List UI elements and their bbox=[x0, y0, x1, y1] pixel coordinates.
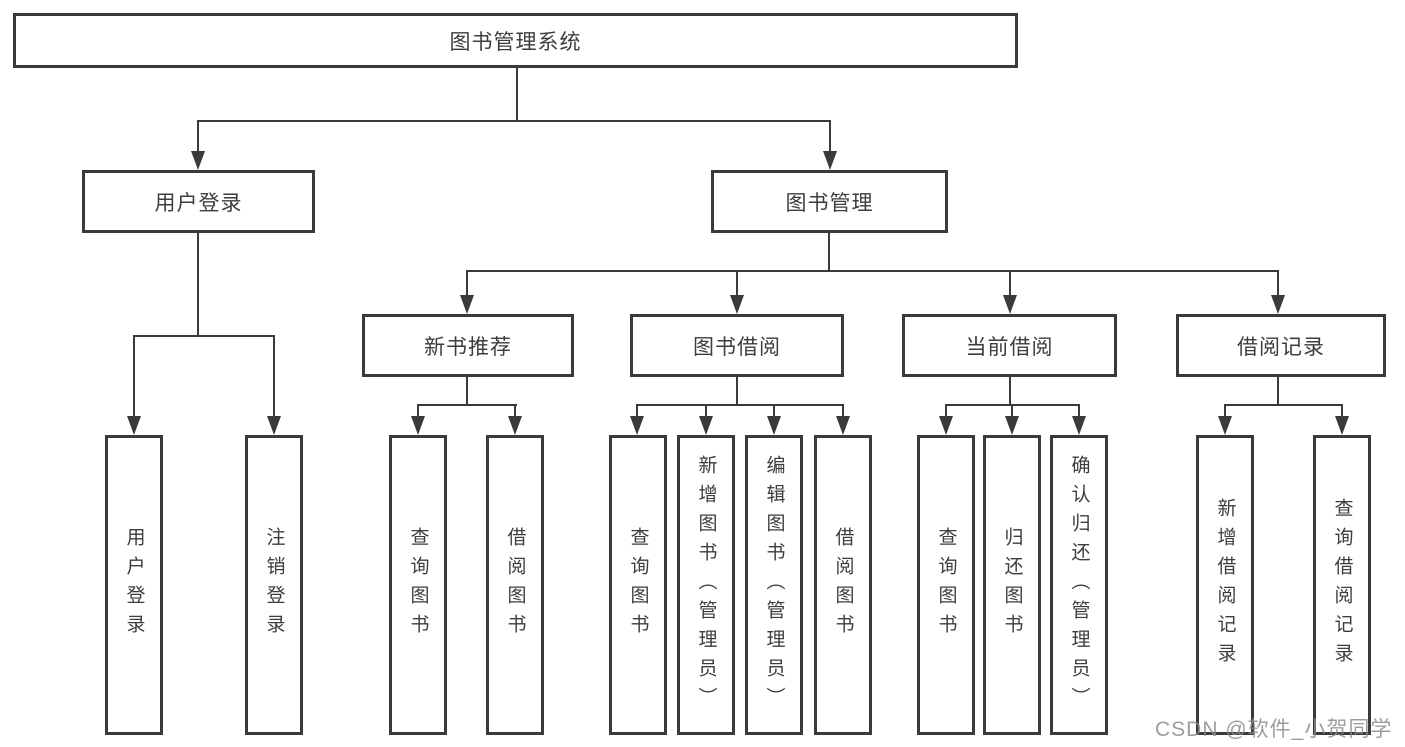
arrow-down-icon bbox=[730, 295, 744, 314]
connector-stem bbox=[705, 404, 707, 418]
node-user-login: 用户登录 bbox=[82, 170, 315, 233]
connector-user-login-trunk bbox=[197, 233, 199, 337]
leaf-logout: 注销登录 bbox=[245, 435, 303, 735]
node-label: 新增借阅记录 bbox=[1214, 498, 1236, 672]
arrow-down-icon bbox=[267, 416, 281, 435]
connector-stem bbox=[773, 404, 775, 418]
connector-root-to-book-management bbox=[829, 120, 831, 153]
connector-current-borrowing-trunk bbox=[1009, 377, 1011, 406]
arrow-down-icon bbox=[411, 416, 425, 435]
arrow-down-icon bbox=[191, 151, 205, 170]
node-label: 编辑图书（管理员） bbox=[763, 454, 785, 716]
node-label: 图书借阅 bbox=[693, 335, 781, 359]
leaf-add-borrow-record: 新增借阅记录 bbox=[1196, 435, 1254, 735]
csdn-watermark: CSDN @软件_小贺同学 bbox=[1155, 718, 1393, 741]
connector-root-trunk bbox=[516, 68, 518, 122]
connector-stem bbox=[514, 404, 516, 418]
connector-stem bbox=[1078, 404, 1080, 418]
connector-stem bbox=[1341, 404, 1343, 418]
arrow-down-icon bbox=[1218, 416, 1232, 435]
leaf-edit-book-admin: 编辑图书（管理员） bbox=[745, 435, 803, 735]
node-label: 新书推荐 bbox=[424, 335, 512, 359]
connector-borrowing-records-branch bbox=[1224, 404, 1343, 406]
connector-to-new-book-recommendation bbox=[466, 270, 468, 297]
leaf-query-books-recommend: 查询图书 bbox=[389, 435, 447, 735]
arrow-down-icon bbox=[767, 416, 781, 435]
connector-book-borrowing-branch bbox=[636, 404, 844, 406]
node-label: 借阅记录 bbox=[1237, 335, 1325, 359]
arrow-down-icon bbox=[836, 416, 850, 435]
leaf-query-books-borrowing: 查询图书 bbox=[609, 435, 667, 735]
node-label: 借阅图书 bbox=[832, 527, 854, 643]
leaf-user-login: 用户登录 bbox=[105, 435, 163, 735]
connector-book-borrowing-trunk bbox=[736, 377, 738, 406]
arrow-down-icon bbox=[823, 151, 837, 170]
connector-borrowing-records-trunk bbox=[1277, 377, 1279, 406]
arrow-down-icon bbox=[630, 416, 644, 435]
arrow-down-icon bbox=[127, 416, 141, 435]
node-label: 查询图书 bbox=[407, 527, 429, 643]
connector-stem bbox=[1224, 404, 1226, 418]
connector-book-management-trunk bbox=[828, 233, 830, 272]
leaf-confirm-return-admin: 确认归还（管理员） bbox=[1050, 435, 1108, 735]
arrow-down-icon bbox=[508, 416, 522, 435]
leaf-query-books-current: 查询图书 bbox=[917, 435, 975, 735]
connector-stem bbox=[636, 404, 638, 418]
node-borrowing-records: 借阅记录 bbox=[1176, 314, 1386, 377]
leaf-borrow-books-recommend: 借阅图书 bbox=[486, 435, 544, 735]
node-book-borrowing: 图书借阅 bbox=[630, 314, 844, 377]
node-label: 查询图书 bbox=[935, 527, 957, 643]
arrow-down-icon bbox=[1003, 295, 1017, 314]
node-new-book-recommendation: 新书推荐 bbox=[362, 314, 574, 377]
arrow-down-icon bbox=[1072, 416, 1086, 435]
connector-new-book-branch bbox=[417, 404, 517, 406]
leaf-query-borrow-record: 查询借阅记录 bbox=[1313, 435, 1371, 735]
connector-to-leaf-logout bbox=[273, 335, 275, 417]
node-label: 当前借阅 bbox=[965, 335, 1054, 359]
node-library-management-system: 图书管理系统 bbox=[13, 13, 1018, 68]
node-book-management: 图书管理 bbox=[711, 170, 948, 233]
connector-to-leaf-user-login bbox=[133, 335, 135, 417]
arrow-down-icon bbox=[1335, 416, 1349, 435]
node-current-borrowing: 当前借阅 bbox=[902, 314, 1117, 377]
connector-stem bbox=[417, 404, 419, 418]
leaf-return-books: 归还图书 bbox=[983, 435, 1041, 735]
arrow-down-icon bbox=[1005, 416, 1019, 435]
connector-to-current-borrowing bbox=[1009, 270, 1011, 297]
connector-root-branch bbox=[197, 120, 831, 122]
connector-stem bbox=[842, 404, 844, 418]
node-label: 查询图书 bbox=[627, 527, 649, 643]
node-label: 归还图书 bbox=[1001, 527, 1023, 643]
connector-to-borrowing-records bbox=[1277, 270, 1279, 297]
node-label: 图书管理 bbox=[785, 191, 874, 215]
node-label: 用户登录 bbox=[154, 191, 243, 215]
node-label: 注销登录 bbox=[263, 527, 285, 643]
arrow-down-icon bbox=[939, 416, 953, 435]
connector-book-management-branch bbox=[466, 270, 1279, 272]
arrow-down-icon bbox=[699, 416, 713, 435]
node-label: 借阅图书 bbox=[504, 527, 526, 643]
arrow-down-icon bbox=[460, 295, 474, 314]
connector-new-book-trunk bbox=[466, 377, 468, 406]
connector-stem bbox=[1011, 404, 1013, 418]
node-label: 确认归还（管理员） bbox=[1068, 454, 1090, 716]
node-label: 查询借阅记录 bbox=[1331, 498, 1353, 672]
leaf-add-book-admin: 新增图书（管理员） bbox=[677, 435, 735, 735]
arrow-down-icon bbox=[1271, 295, 1285, 314]
connector-root-to-user-login bbox=[197, 120, 199, 153]
node-label: 用户登录 bbox=[123, 527, 145, 643]
node-label: 图书管理系统 bbox=[449, 30, 582, 54]
connector-user-login-branch bbox=[133, 335, 275, 337]
node-label: 新增图书（管理员） bbox=[695, 454, 717, 716]
connector-stem bbox=[945, 404, 947, 418]
leaf-borrow-books-borrowing: 借阅图书 bbox=[814, 435, 872, 735]
connector-to-book-borrowing bbox=[736, 270, 738, 297]
